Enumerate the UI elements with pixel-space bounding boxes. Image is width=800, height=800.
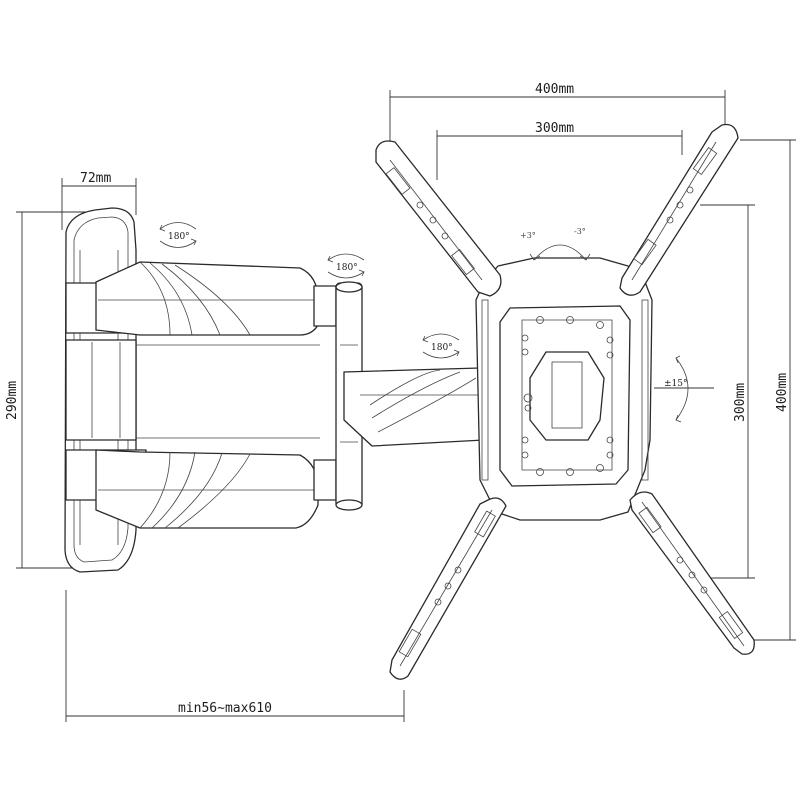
dimension-lines: [16, 90, 796, 722]
front-arm: [343, 367, 485, 447]
rotation-arrow-pivot-1-icon: [159, 222, 197, 248]
tilt-arrow-icon: [529, 244, 591, 261]
vesa-adapter-arms: [375, 123, 755, 680]
label-tilt-up: +3°: [520, 231, 536, 240]
rotation-labels: 180° 180° 180° +3° -3° ±15°: [168, 227, 688, 389]
label-vesa-height-outer: 400mm: [775, 373, 790, 412]
tilt-head: [475, 257, 653, 521]
middle-connector: [65, 339, 320, 441]
rotation-arrows: [159, 222, 689, 423]
label-pivot-3: 180°: [431, 343, 453, 353]
dimension-labels: 400mm 300mm 72mm 290mm 300mm 400mm min56…: [5, 82, 790, 716]
label-plate-height: 290mm: [5, 381, 20, 420]
rotation-arrow-pivot-3-icon: [422, 333, 460, 359]
rotation-arrow-pivot-2-icon: [327, 253, 365, 279]
label-pivot-1: 180°: [168, 232, 190, 242]
label-swivel: ±15°: [664, 379, 688, 389]
vesa-arm-upper-left: [375, 140, 502, 297]
label-vesa-width-outer: 400mm: [535, 82, 574, 97]
vesa-arm-upper-right: [619, 123, 739, 296]
mount-holes: [521, 316, 614, 476]
label-vesa-height-inner: 300mm: [733, 383, 748, 422]
vesa-arm-lower-left: [389, 497, 507, 680]
lower-arm: [65, 449, 337, 529]
upper-arm: [65, 261, 337, 336]
vesa-arm-lower-right: [629, 491, 755, 655]
label-pivot-2: 180°: [336, 263, 358, 273]
label-vesa-width-inner: 300mm: [535, 121, 574, 136]
swivel-arrow-icon: [675, 355, 689, 423]
label-plate-width: 72mm: [80, 171, 111, 186]
label-extension: min56~max610: [178, 701, 272, 716]
label-tilt-down: -3°: [574, 227, 586, 236]
